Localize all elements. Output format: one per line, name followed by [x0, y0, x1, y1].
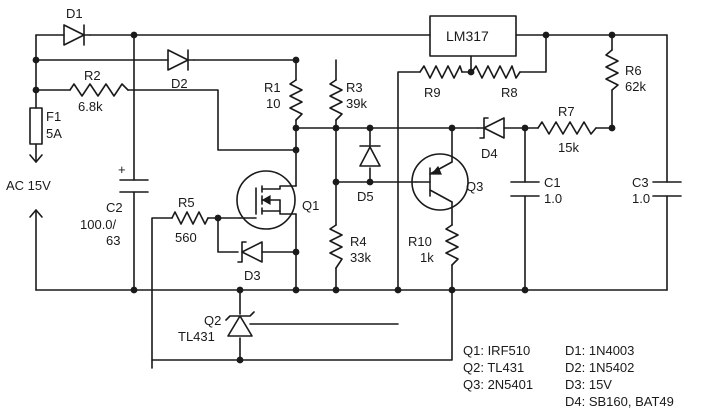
legend-d4: D4: SB160, BAT49 — [565, 394, 674, 409]
label-f1-value: 5A — [46, 126, 62, 141]
label-r3: R3 — [346, 80, 363, 95]
label-r6-value: 62k — [625, 79, 646, 94]
label-c1: C1 — [544, 175, 561, 190]
diode-d5 — [359, 145, 381, 167]
label-r4: R4 — [350, 234, 367, 249]
label-r7-value: 15k — [558, 140, 579, 155]
label-d4: D4 — [481, 146, 498, 161]
label-c2-value-2: 63 — [106, 233, 120, 248]
label-r1: R1 — [264, 80, 281, 95]
label-d3: D3 — [244, 268, 261, 283]
label-d1: D1 — [66, 6, 83, 21]
label-d5: D5 — [357, 189, 374, 204]
diode-d3 — [237, 241, 263, 263]
label-r1-value: 10 — [266, 96, 280, 111]
label-c2-plus: + — [118, 162, 126, 177]
label-q2-type: TL431 — [178, 329, 215, 344]
component-labels: D1 D2 LM317 R2 6.8k F1 5A AC 15V + C2 10… — [6, 6, 650, 344]
legend-q2: Q2: TL431 — [463, 360, 524, 375]
legend-q3: Q3: 2N5401 — [463, 377, 533, 392]
label-r5: R5 — [178, 195, 195, 210]
label-r9: R9 — [424, 85, 441, 100]
label-c3-value: 1.0 — [632, 191, 650, 206]
diode-d1 — [63, 24, 91, 46]
label-d2: D2 — [171, 76, 188, 91]
label-f1: F1 — [46, 109, 61, 124]
junction-dots — [32, 31, 616, 364]
parts-legend: Q1: IRF510 Q2: TL431 Q3: 2N5401 D1: 1N40… — [463, 343, 674, 409]
label-q2: Q2 — [204, 313, 221, 328]
tl431-q2 — [225, 311, 255, 337]
label-r6: R6 — [625, 63, 642, 78]
label-r10: R10 — [408, 234, 432, 249]
diode-d4 — [477, 117, 505, 139]
legend-d1: D1: 1N4003 — [565, 343, 634, 358]
diode-d2 — [167, 49, 195, 71]
label-q1: Q1 — [302, 198, 319, 213]
label-r8: R8 — [501, 85, 518, 100]
label-c2-value-1: 100.0/ — [80, 217, 117, 232]
resistors — [69, 49, 619, 269]
label-lm317: LM317 — [446, 28, 489, 44]
ac-input-terminals — [29, 154, 43, 218]
label-r2-value: 6.8k — [78, 99, 103, 114]
label-r4-value: 33k — [350, 250, 371, 265]
label-r10-value: 1k — [420, 250, 434, 265]
label-r5-value: 560 — [175, 230, 197, 245]
label-r7: R7 — [558, 104, 575, 119]
label-c3: C3 — [632, 175, 649, 190]
label-ac-input: AC 15V — [6, 178, 51, 193]
fuse-f1 — [29, 107, 43, 145]
label-c2: C2 — [106, 200, 123, 215]
transistor-q3 — [411, 153, 469, 211]
mosfet-q1 — [236, 170, 297, 230]
capacitors — [119, 179, 682, 197]
label-r3-value: 39k — [346, 96, 367, 111]
label-r2: R2 — [84, 68, 101, 83]
lm317-regulator — [429, 15, 517, 57]
label-q3: Q3 — [466, 179, 483, 194]
legend-d3: D3: 15V — [565, 377, 612, 392]
legend-q1: Q1: IRF510 — [463, 343, 530, 358]
label-c1-value: 1.0 — [544, 191, 562, 206]
legend-d2: D2: 1N5402 — [565, 360, 634, 375]
